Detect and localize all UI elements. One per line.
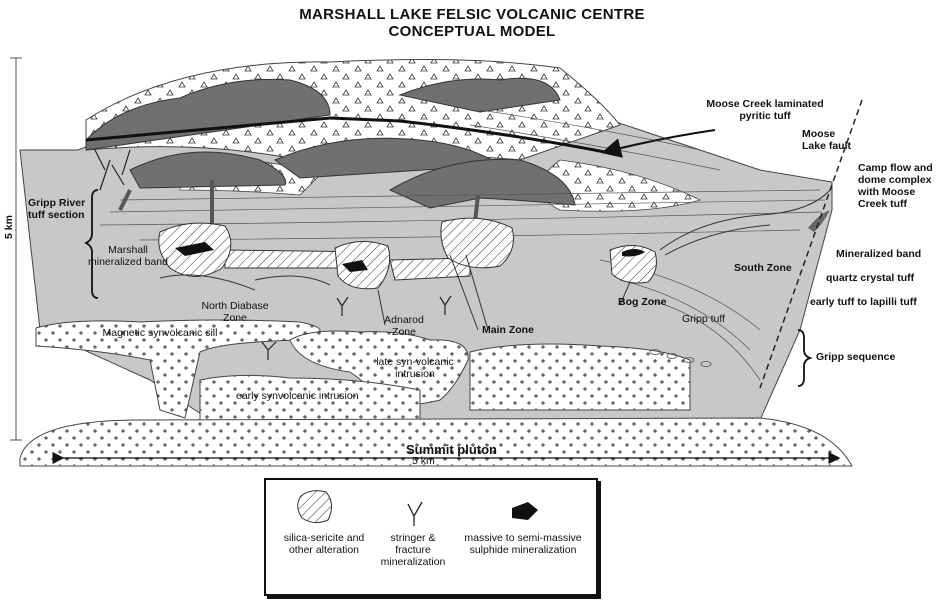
legend: silica-sericite and other alteration str…	[264, 478, 598, 596]
adnarod-label: Adnarod Zone	[384, 314, 424, 338]
summit-pluton-label: Summit pluton	[406, 442, 497, 457]
legend-symbols	[297, 490, 538, 526]
flow-dome-main	[388, 158, 576, 209]
moose-creek-tuff-horizon	[85, 116, 606, 154]
legend-stringer-symbol	[407, 501, 423, 526]
feeder-lines	[159, 189, 831, 331]
horizontal-scale-label: 5 km	[412, 455, 435, 467]
main-zone-label: Main Zone	[482, 324, 534, 336]
quartz-crystal-tuff-label: quartz crystal tuff	[826, 272, 915, 284]
late-intrusion-label: late syn-volcanic intrusion	[376, 356, 454, 380]
vertical-scale-label: 5 km	[3, 215, 15, 239]
legend-massive-symbol	[512, 502, 538, 520]
gripp-river-label: Gripp River tuff section	[28, 197, 86, 221]
moose-creek-arrow	[601, 129, 716, 158]
early-tuff-label: early tuff to lapilli tuff	[810, 296, 917, 308]
legend-alteration-swatch	[297, 490, 332, 524]
moose-creek-label: Moose Creek laminated pyritic tuff	[706, 98, 824, 122]
diagram-title-line2: CONCEPTUAL MODEL	[388, 23, 556, 40]
south-zone-label: South Zone	[734, 262, 792, 274]
bog-zone-label: Bog Zone	[618, 296, 667, 308]
sulphide-lens-north	[175, 242, 214, 256]
braces	[83, 189, 813, 387]
flow-dome-upper-left	[85, 78, 331, 151]
alteration-bog	[609, 245, 657, 284]
mineralized-band-label: Mineralized band	[836, 248, 922, 260]
gripp-intrusion-right	[469, 343, 691, 411]
sulphide-lens-bog	[622, 249, 645, 257]
diagram-title-line1: MARSHALL LAKE FELSIC VOLCANIC CENTRE	[299, 6, 645, 23]
legend-massive-label: massive to semi-massive sulphide mineral…	[464, 532, 582, 556]
early-synvolcanic-intrusion	[199, 374, 421, 421]
gripp-tuff-label: Gripp tuff	[682, 313, 725, 325]
late-synvolcanic-intrusion	[289, 330, 469, 406]
gripp-sequence-label: Gripp sequence	[816, 351, 896, 363]
mineralized-band-hatch-2	[389, 257, 471, 281]
camp-flow-label: Camp flow and dome complex with Moose Cr…	[858, 162, 933, 210]
legend-alteration-label: silica-sericite and other alteration	[283, 532, 365, 556]
moose-lake-fault-label: Moose Lake fault	[802, 128, 852, 152]
early-intrusion-label: early synvolcanic intrusion	[236, 390, 359, 402]
flow-dome-left	[129, 151, 287, 189]
alteration-main	[440, 217, 514, 269]
flow-dome-upper-right	[398, 77, 561, 113]
marshall-band-label: Marshall mineralized band	[88, 244, 168, 268]
magnetic-sill-label: Magnetic synvolcanic sill	[102, 327, 218, 339]
vertical-scale-bar	[10, 57, 22, 441]
moose-lake-fault	[759, 99, 863, 389]
legend-stringer-label: stringer & fracture mineralization	[380, 532, 446, 568]
north-diabase-label: North Diabase Zone	[201, 300, 269, 324]
gripp-pebbles	[649, 349, 712, 367]
sulphide-lens-adnarod	[342, 260, 368, 272]
south-zone-lens	[808, 210, 830, 232]
